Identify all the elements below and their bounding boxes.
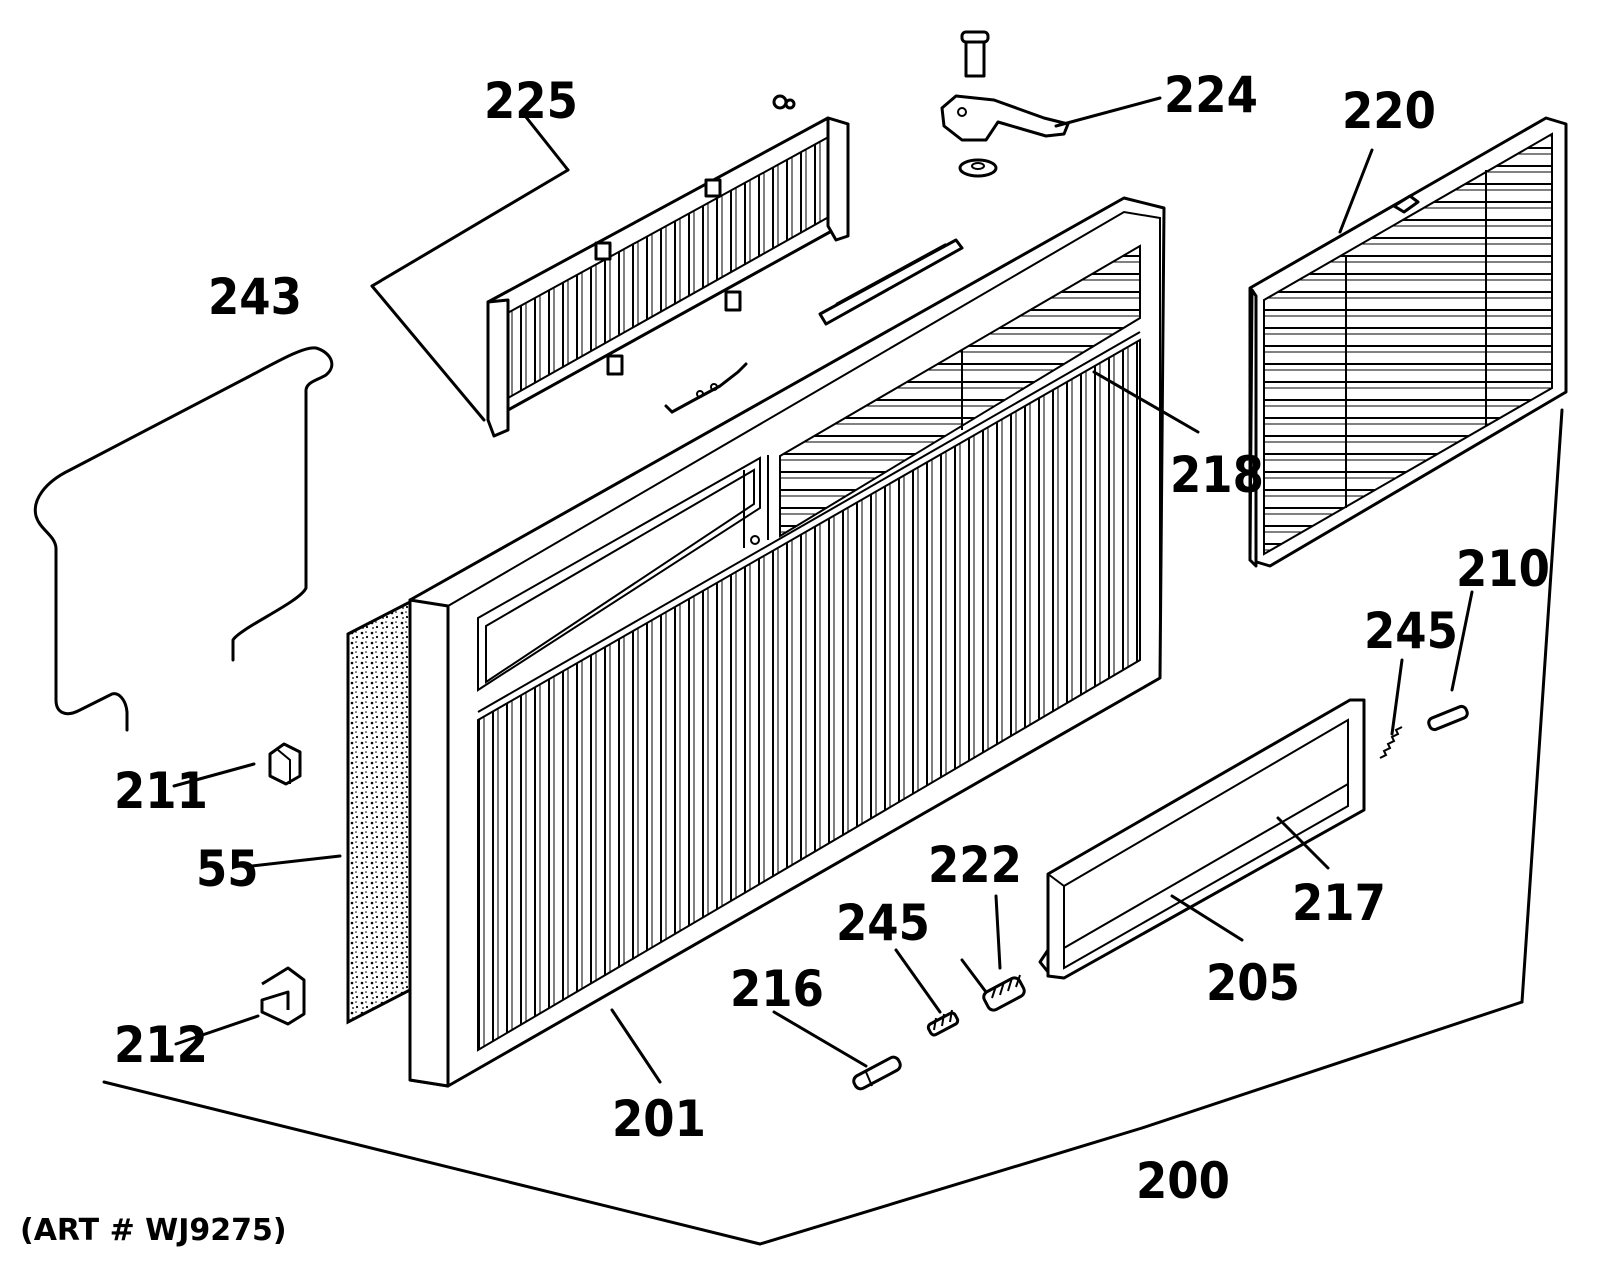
part-245-spring-left xyxy=(926,1009,960,1037)
label-225: 225 xyxy=(484,72,578,130)
upper-bracket-strip xyxy=(818,238,964,326)
label-210: 210 xyxy=(1456,540,1550,598)
label-211: 211 xyxy=(114,762,208,820)
label-224: 224 xyxy=(1164,66,1258,124)
label-212: 212 xyxy=(114,1016,208,1074)
label-55: 55 xyxy=(196,840,259,898)
lower-bracket-strip xyxy=(664,362,748,414)
part-55-filter xyxy=(346,599,412,1025)
label-201: 201 xyxy=(612,1090,706,1148)
part-220-side-grille xyxy=(1248,116,1568,568)
part-243-wire-rod xyxy=(33,346,334,732)
label-217: 217 xyxy=(1292,874,1386,932)
label-216: 216 xyxy=(730,960,824,1018)
art-number: (ART # WJ9275) xyxy=(20,1213,287,1248)
label-243: 243 xyxy=(208,268,302,326)
label-218: 218 xyxy=(1170,446,1264,504)
label-245-right: 245 xyxy=(1364,602,1458,660)
part-labels: 225 224 220 243 218 210 245 211 55 222 2… xyxy=(20,66,1550,1248)
part-210-pin xyxy=(1427,704,1469,732)
part-224-lever xyxy=(940,30,1070,178)
label-222: 222 xyxy=(928,836,1022,894)
part-245-spring-right xyxy=(1379,726,1403,759)
label-205: 205 xyxy=(1206,954,1300,1012)
label-245-left: 245 xyxy=(836,894,930,952)
label-220: 220 xyxy=(1342,82,1436,140)
part-225-louver-assembly xyxy=(486,94,850,438)
leader-lines xyxy=(102,96,1564,1246)
part-205-door xyxy=(1038,698,1366,980)
part-201-front-panel xyxy=(408,196,1166,1088)
part-212-clip xyxy=(260,966,306,1026)
part-211-clip xyxy=(268,742,302,786)
part-216-pin xyxy=(852,1055,902,1091)
part-222-spring xyxy=(960,958,1026,1012)
label-200: 200 xyxy=(1136,1152,1230,1210)
